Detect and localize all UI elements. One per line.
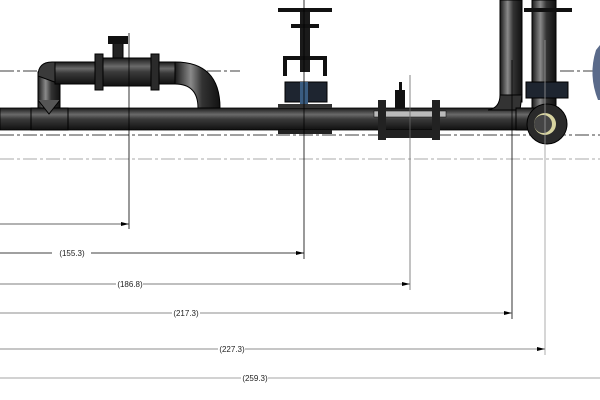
dimension-155-3: (155.3) [59,249,85,258]
riser-assembly [487,0,600,145]
extension-lines [128,0,546,355]
dimension-186-8: (186.8) [117,280,143,289]
dimension-lines [0,222,600,379]
dimension-217-3: (217.3) [173,309,199,318]
dimension-227-3: (227.3) [219,345,245,354]
left-loop-assembly [37,36,221,115]
dimension-259-3: (259.3) [242,374,268,383]
